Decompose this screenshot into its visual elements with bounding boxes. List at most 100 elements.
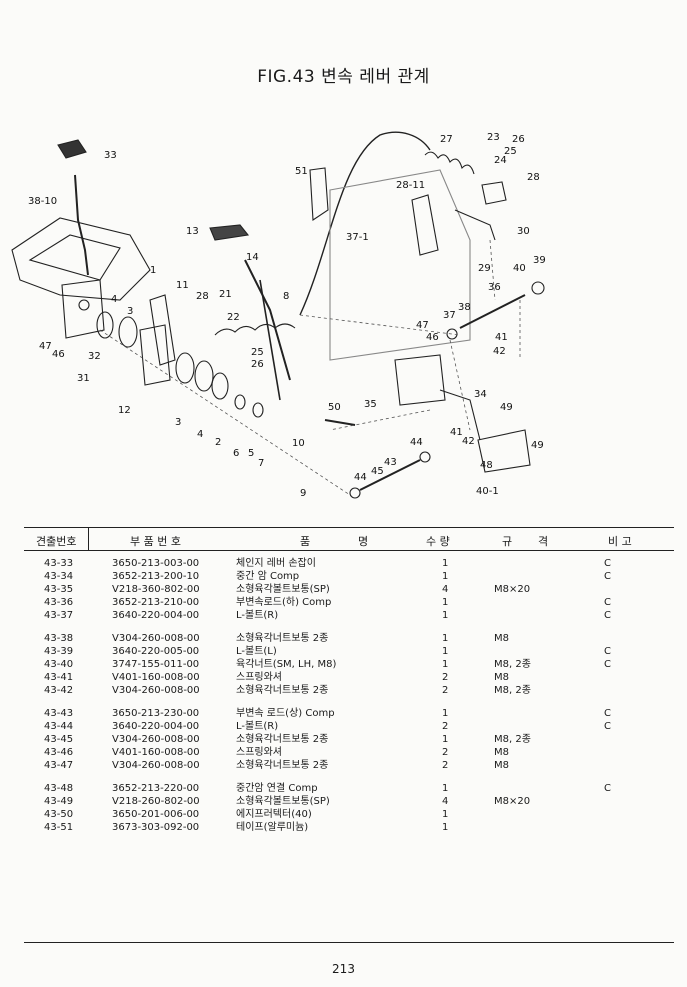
callout-36: 36 (488, 282, 501, 293)
rod-36 (459, 294, 526, 329)
cell-part-name: 에지프러텍터(40) (236, 809, 312, 820)
cell-part-number: 3652-213-210-00 (112, 597, 200, 608)
cell-part-number: 3640-220-004-00 (112, 721, 200, 732)
header-qty: 수 량 (426, 535, 450, 548)
cell-no: 43-51 (44, 822, 74, 833)
cell-quantity: 1 (442, 633, 449, 644)
cell-part-number: 3640-220-005-00 (112, 646, 200, 657)
cell-part-number: 3673-303-092-00 (112, 822, 200, 833)
header-no: 견출번호 (36, 535, 77, 548)
bottom-rule (24, 942, 674, 943)
callout-7: 7 (258, 458, 264, 469)
cell-part-number: 3650-213-230-00 (112, 708, 200, 719)
callout-4-lower: 4 (197, 429, 203, 440)
cell-no: 43-46 (44, 747, 74, 758)
header-remark: 비 고 (608, 535, 632, 548)
cell-part-number: 3650-201-006-00 (112, 809, 200, 820)
cell-part-name: 소형육각너트보통 2종 (236, 685, 329, 696)
callout-11: 11 (176, 280, 189, 291)
callout-42-lower: 42 (462, 436, 475, 447)
cell-quantity: 2 (442, 760, 449, 771)
cell-no: 43-36 (44, 597, 74, 608)
callout-26: 26 (512, 134, 525, 145)
cell-part-number: V304-260-008-00 (112, 760, 200, 771)
callout-37: 37 (443, 310, 456, 321)
cell-part-number: V218-360-802-00 (112, 584, 200, 595)
callout-25: 25 (504, 146, 517, 157)
callout-44-lower: 44 (354, 472, 367, 483)
cell-part-number: 3650-213-003-00 (112, 558, 200, 569)
callout-4-upper: 4 (111, 294, 117, 305)
callout-39: 39 (533, 255, 546, 266)
cell-part-number: V304-260-008-00 (112, 633, 200, 644)
cell-no: 43-39 (44, 646, 74, 657)
arm-1-body (139, 324, 171, 386)
callout-38: 38 (458, 302, 471, 313)
callout-40: 40 (513, 263, 526, 274)
callout-50: 50 (328, 402, 341, 413)
rod-43 (359, 459, 421, 491)
cell-part-name: 스프링와셔 (236, 747, 282, 758)
cell-spec: M8 (494, 633, 509, 644)
cell-part-name: 육각너트(SM, LH, M8) (236, 659, 337, 670)
cell-part-name: 테이프(알루미늄) (236, 822, 309, 833)
callout-47-left: 47 (39, 341, 52, 352)
callout-27: 27 (440, 134, 453, 145)
callout-44-upper: 44 (410, 437, 423, 448)
callout-8: 8 (283, 291, 289, 302)
group-spacer (24, 697, 674, 707)
group-spacer (24, 622, 674, 632)
cell-part-number: 3747-155-011-00 (112, 659, 200, 670)
bracket-28-11 (411, 194, 439, 256)
bracket-plate (61, 279, 105, 339)
header-part-no: 부 품 번 호 (130, 535, 181, 548)
header-name-a: 품 (300, 535, 311, 548)
cell-spec: M8, 2종 (494, 659, 531, 670)
callout-41-lower: 41 (450, 427, 463, 438)
housing-outline (11, 217, 151, 301)
cell-no: 43-41 (44, 672, 74, 683)
callout-37-1: 37-1 (346, 232, 369, 243)
callout-14: 14 (246, 252, 259, 263)
cell-remark: C (604, 597, 611, 608)
cell-remark: C (604, 708, 611, 719)
cell-remark: C (604, 646, 611, 657)
cell-spec: M8×20 (494, 584, 531, 595)
callout-40-1: 40-1 (476, 486, 499, 497)
cell-part-number: V304-260-008-00 (112, 734, 200, 745)
cell-no: 43-45 (44, 734, 74, 745)
cell-remark: C (604, 783, 611, 794)
housing-inner (28, 234, 121, 281)
callout-25-center: 25 (251, 347, 264, 358)
cell-part-number: V304-260-008-00 (112, 685, 200, 696)
cell-part-name: L-볼트(R) (236, 721, 279, 732)
cell-part-name: 중간 암 Comp (236, 571, 300, 582)
spring-22 (214, 323, 296, 336)
cell-quantity: 1 (442, 734, 449, 745)
cell-quantity: 2 (442, 672, 449, 683)
cell-part-name: 중간암 연결 Comp (236, 783, 318, 794)
rod-8 (259, 279, 281, 401)
cell-quantity: 1 (442, 558, 449, 569)
connecting-arm-48 (477, 429, 531, 473)
cell-part-name: 소형육각너트보통 2종 (236, 760, 329, 771)
cell-no: 43-33 (44, 558, 74, 569)
callout-2: 2 (215, 437, 221, 448)
cell-no: 43-48 (44, 783, 74, 794)
frame-outline (329, 169, 471, 361)
cell-no: 43-40 (44, 659, 74, 670)
cell-no: 43-47 (44, 760, 74, 771)
cell-no: 43-37 (44, 610, 74, 621)
callout-29: 29 (478, 263, 491, 274)
